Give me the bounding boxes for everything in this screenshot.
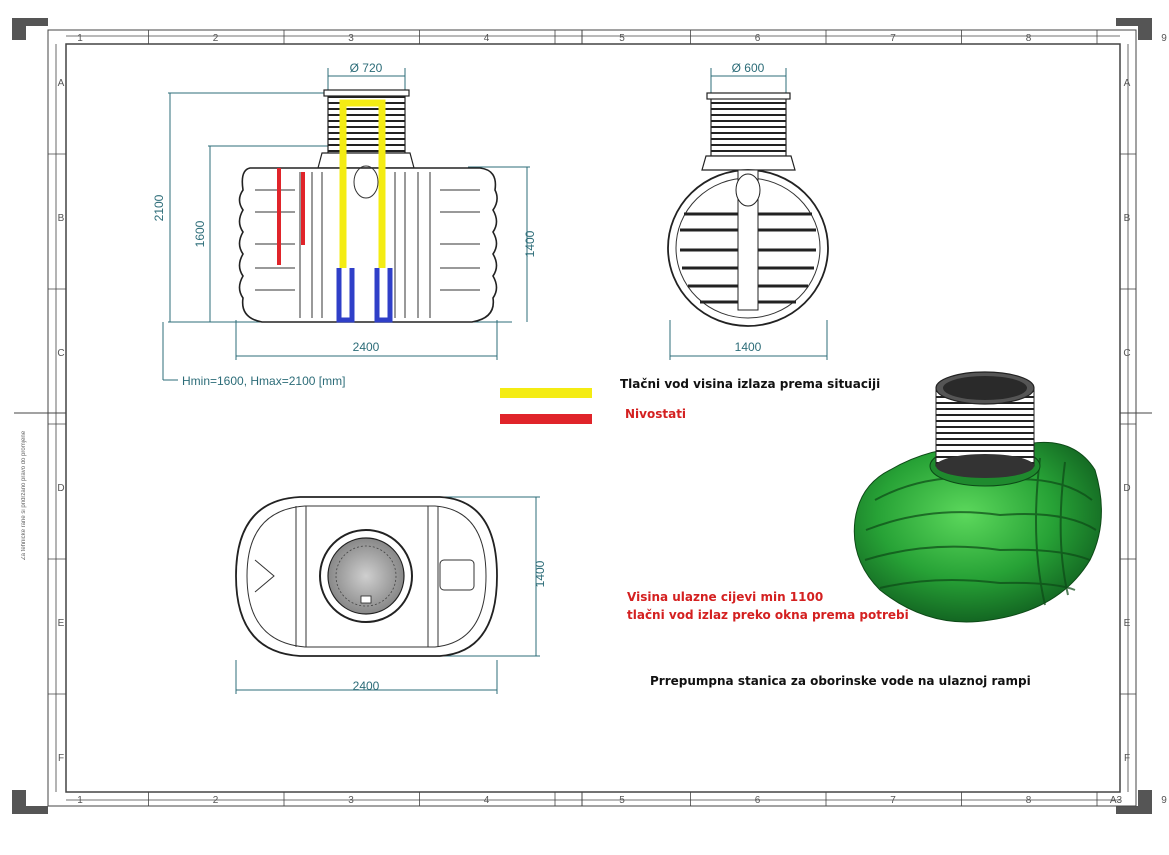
grid-row-label: F <box>58 753 64 764</box>
pressure-outlet-note: tlačni vod izlaz preko okna prema potreb… <box>627 608 909 622</box>
side-height-body-label: 1600 <box>193 220 207 247</box>
grid-column-label: 3 <box>348 33 354 44</box>
grid-row-label: B <box>58 213 65 224</box>
grid-column-label: 5 <box>619 33 625 44</box>
top-length-label: 2400 <box>353 679 380 693</box>
side-length-label: 2400 <box>353 340 380 354</box>
grid-column-label: 6 <box>755 33 761 44</box>
grid-column-label: 5 <box>619 795 625 806</box>
grid-column-label: 7 <box>890 33 896 44</box>
grid-column-label: 6 <box>755 795 761 806</box>
grid-row-label: C <box>1123 348 1130 359</box>
grid-row-label: F <box>1124 753 1130 764</box>
end-view: Ø 600 1400 <box>667 61 829 360</box>
level-switches <box>277 168 305 265</box>
grid-column-label: 9 <box>1161 33 1167 44</box>
grid-row-label: A <box>1124 78 1131 89</box>
legend-pressure-pipe-label: Tlačni vod visina izlaza prema situaciji <box>620 377 881 391</box>
grid-column-label: 8 <box>1026 33 1032 44</box>
legend-pressure-pipe-swatch <box>500 388 592 398</box>
grid-row-label: E <box>1124 618 1131 629</box>
frame-grid-ticks <box>48 30 1136 806</box>
side-height-right-label: 1400 <box>523 230 537 257</box>
side-height-total-label: 2100 <box>152 194 166 221</box>
grid-column-label: 4 <box>484 33 490 44</box>
side-view: Ø 720 2100 1600 1400 2400 Hmin=1600, Hma… <box>152 61 537 388</box>
frame-side-note: Za tehnicke rane si pridržano pravo do p… <box>21 430 27 560</box>
legend-level-switch-label: Nivostati <box>625 407 687 421</box>
side-shaft-diameter-label: Ø 720 <box>350 61 383 75</box>
pressure-pipe <box>339 99 386 268</box>
end-width-label: 1400 <box>735 340 762 354</box>
top-width-label: 1400 <box>533 560 547 587</box>
grid-column-label: 8 <box>1026 795 1032 806</box>
grid-column-label: 2 <box>213 795 219 806</box>
end-shaft-diameter-label: Ø 600 <box>732 61 765 75</box>
grid-column-label: 1 <box>77 795 83 806</box>
grid-column-label: 9 <box>1161 795 1167 806</box>
tank-3d-illustration <box>853 371 1102 623</box>
grid-column-label: 3 <box>348 795 354 806</box>
side-range-note: Hmin=1600, Hmax=2100 [mm] <box>182 374 345 388</box>
end-shaft <box>710 95 787 157</box>
sheet-frame <box>14 29 1152 807</box>
grid-row-label: B <box>1124 213 1131 224</box>
inlet-height-note: Visina ulazne cijevi min 1100 <box>627 590 824 604</box>
grid-column-label: 1 <box>77 33 83 44</box>
drawing-caption: Prrepumpna stanica za oborinske vode na … <box>650 674 1031 688</box>
grid-row-label: C <box>57 348 64 359</box>
sheet-size-label: A3 <box>1110 795 1123 806</box>
grid-column-label: 2 <box>213 33 219 44</box>
grid-row-label: A <box>58 78 65 89</box>
grid-column-label: 4 <box>484 795 490 806</box>
corner-marks <box>12 18 1152 814</box>
top-view: 1400 2400 <box>235 496 547 694</box>
grid-row-label: D <box>57 483 64 494</box>
grid-row-label: D <box>1123 483 1130 494</box>
pump-units <box>336 268 393 323</box>
legend-level-switch-swatch <box>500 414 592 424</box>
grid-column-label: 7 <box>890 795 896 806</box>
grid-row-label: E <box>58 618 65 629</box>
